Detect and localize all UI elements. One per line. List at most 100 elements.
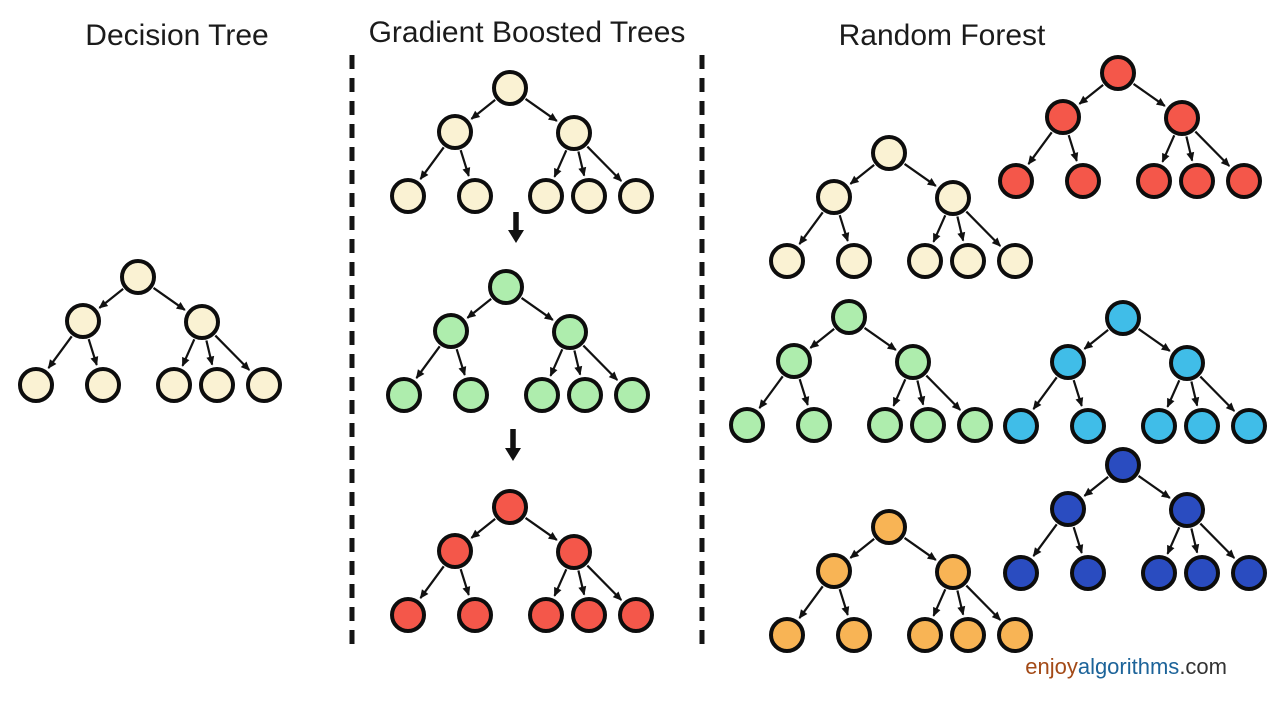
tree-edge — [470, 99, 496, 120]
tree-edge — [1132, 83, 1166, 107]
tree-random-forest-green — [729, 299, 993, 443]
tree-node-cream — [457, 178, 493, 214]
tree-node-cream — [816, 179, 852, 215]
tree-node-cream — [528, 178, 564, 214]
tree-edge — [1137, 328, 1171, 352]
tree-edge — [577, 570, 587, 596]
tree-node-cream — [571, 178, 607, 214]
tree-edge — [459, 568, 471, 596]
tree-node-cream — [199, 367, 235, 403]
tree-edge — [1166, 526, 1181, 555]
tree-edge — [838, 214, 850, 242]
tree-edge — [1078, 84, 1104, 105]
tree-node-green — [524, 377, 560, 413]
tree-edge — [582, 344, 619, 381]
tree-node-cream — [950, 243, 986, 279]
boosting-flow-down-arrow-icon — [508, 212, 524, 243]
boosting-flow-down-arrow-icon — [505, 429, 521, 461]
tree-edge — [892, 378, 907, 407]
tree-edge — [849, 164, 875, 185]
tree-edge — [47, 335, 73, 369]
tree-node-royalblue — [1003, 555, 1039, 591]
tree-node-red — [457, 597, 493, 633]
tree-node-orange — [871, 509, 907, 545]
tree-node-orange — [769, 617, 805, 653]
tree-edge — [965, 584, 1002, 621]
tree-edge — [903, 163, 937, 187]
tree-node-red — [1226, 163, 1262, 199]
tree-node-royalblue — [1070, 555, 1106, 591]
tree-edge — [956, 216, 966, 242]
decision-tree-title: Decision Tree — [85, 19, 269, 52]
tree-node-green — [453, 377, 489, 413]
tree-node-cream — [437, 114, 473, 150]
tree-node-red — [437, 533, 473, 569]
tree-edge — [470, 518, 496, 539]
tree-edge — [1190, 381, 1200, 407]
tree-random-forest-orange — [769, 509, 1033, 653]
tree-random-forest-red — [998, 55, 1262, 199]
random-forest-title: Random Forest — [838, 19, 1046, 52]
tree-edge — [586, 564, 623, 601]
tree-node-cream — [769, 243, 805, 279]
tree-edge — [419, 146, 445, 180]
tree-edge — [1137, 475, 1171, 499]
tree-node-cyan — [1184, 408, 1220, 444]
tree-node-cyan — [1169, 345, 1205, 381]
tree-edge — [553, 149, 568, 178]
tree-edge — [524, 517, 558, 541]
down-arrow-head — [508, 230, 524, 243]
tree-node-red — [390, 597, 426, 633]
tree-edge — [798, 585, 824, 619]
tree-node-cream — [907, 243, 943, 279]
tree-node-green — [895, 344, 931, 380]
tree-edge — [466, 298, 492, 319]
tree-node-red — [556, 534, 592, 570]
tree-node-royalblue — [1231, 555, 1267, 591]
watermark: enjoyalgorithms.com — [1025, 654, 1227, 680]
tree-edge — [838, 588, 850, 616]
tree-edge — [181, 338, 196, 367]
tree-edge — [903, 537, 937, 561]
tree-edge — [205, 340, 215, 366]
tree-node-cream — [120, 259, 156, 295]
watermark-enjoy: enjoy — [1025, 654, 1078, 679]
tree-node-green — [796, 407, 832, 443]
tree-edge — [1067, 134, 1079, 162]
tree-node-red — [528, 597, 564, 633]
tree-edge — [956, 590, 966, 616]
tree-edge — [1072, 379, 1084, 407]
tree-gradient-boosted-green — [386, 269, 650, 413]
tree-node-orange — [836, 617, 872, 653]
tree-edge — [419, 565, 445, 599]
tree-random-forest-royalblue — [1003, 447, 1267, 591]
tree-edge — [455, 348, 467, 376]
tree-node-cream — [390, 178, 426, 214]
tree-node-cream — [156, 367, 192, 403]
tree-edge — [415, 345, 441, 379]
tree-node-cream — [246, 367, 282, 403]
tree-node-green — [729, 407, 765, 443]
tree-edge — [809, 328, 835, 349]
tree-node-cream — [836, 243, 872, 279]
tree-node-cream — [65, 303, 101, 339]
tree-node-red — [492, 489, 528, 525]
tree-node-green — [552, 314, 588, 350]
tree-edge — [798, 378, 810, 406]
tree-edge — [98, 288, 124, 309]
tree-node-cyan — [1050, 344, 1086, 380]
tree-edge — [932, 214, 947, 243]
tree-edge — [1072, 526, 1084, 554]
tree-node-cyan — [1141, 408, 1177, 444]
tree-edge — [549, 348, 564, 377]
tree-edge — [573, 350, 583, 376]
tree-edge — [1161, 134, 1176, 163]
tree-edge — [553, 568, 568, 597]
tree-edge — [1194, 130, 1231, 167]
tree-edge — [863, 327, 897, 351]
tree-edge — [1032, 523, 1058, 557]
tree-node-green — [776, 343, 812, 379]
tree-node-royalblue — [1169, 492, 1205, 528]
tree-node-cyan — [1070, 408, 1106, 444]
